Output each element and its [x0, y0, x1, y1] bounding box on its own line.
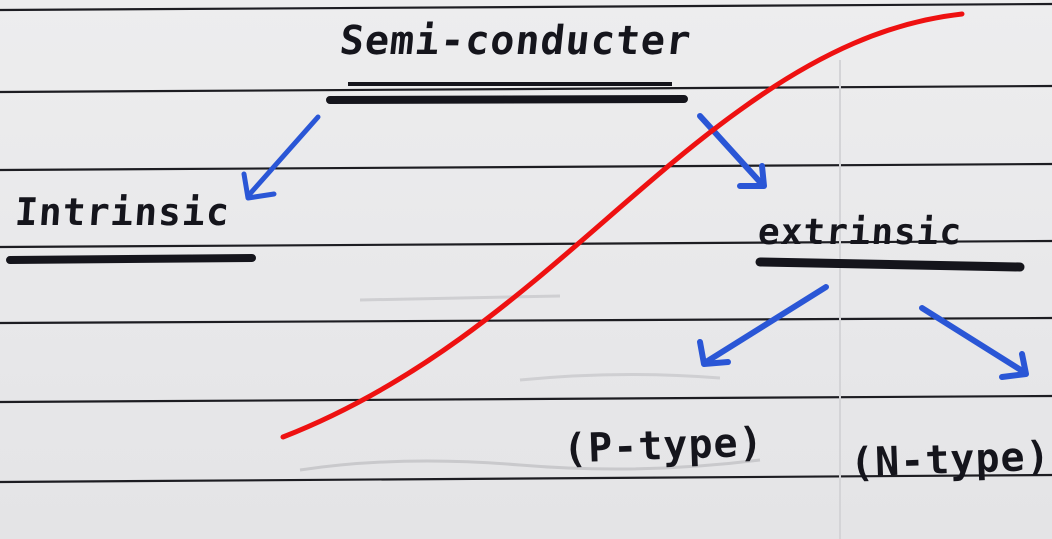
extrinsic-label: extrinsic: [756, 212, 964, 253]
rule-line: [0, 2, 1052, 12]
n-type-label: (N-type): [849, 433, 1052, 487]
rule-line: [0, 84, 1052, 94]
rule-line: [0, 473, 1052, 484]
p-type-label: (P-type): [562, 419, 765, 473]
bleed-mark: [359, 294, 561, 302]
intrinsic-label: Intrinsic: [13, 190, 232, 234]
rule-line: [0, 316, 1052, 325]
root-label: Semi-conducter: [337, 18, 694, 64]
bleed-mark: [299, 458, 761, 472]
bleed-mark: [519, 372, 721, 382]
rule-line: [0, 162, 1052, 172]
rule-line: [0, 394, 1052, 404]
